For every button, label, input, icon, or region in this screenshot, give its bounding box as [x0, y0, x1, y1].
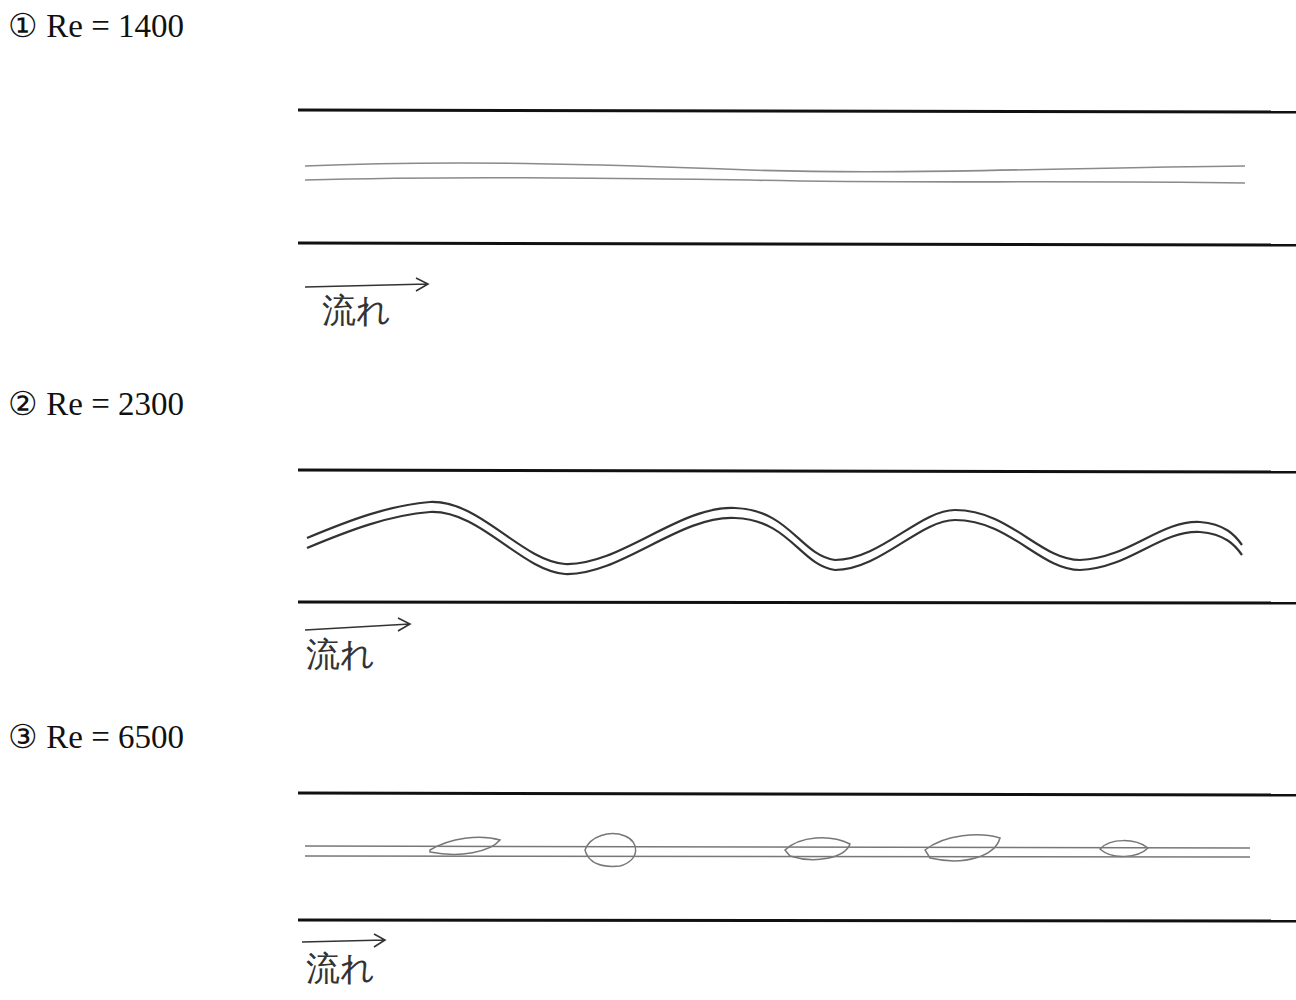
pipe-wall [298, 470, 1296, 472]
pipe-wall [298, 793, 1296, 795]
dye-line [305, 163, 1245, 172]
flow-arrow [305, 278, 428, 291]
dye-blob [430, 837, 500, 854]
case-label: ② Re = 2300 [8, 386, 184, 422]
flow-arrows [302, 278, 428, 947]
dye-blob [1100, 841, 1148, 857]
case-label: ③ Re = 6500 [8, 719, 184, 755]
dye-blob [785, 838, 850, 860]
flow-label: 流れ [322, 292, 391, 329]
turbulent-dye-streak [305, 834, 1250, 867]
dye-line [307, 502, 1242, 564]
flow-arrow [302, 934, 385, 947]
flow-label: 流れ [306, 950, 375, 987]
dye-line [305, 856, 1250, 857]
dye-line [305, 178, 1245, 183]
pipe-wall [298, 602, 1296, 603]
dye-blob [925, 835, 1000, 861]
pipe-wall [298, 110, 1296, 112]
dye-blob [585, 834, 636, 867]
dye-line [305, 846, 1250, 848]
laminar-dye-streak [305, 163, 1245, 183]
dye-line [307, 512, 1242, 574]
case-label: ① Re = 1400 [8, 8, 184, 44]
pipe-wall [298, 920, 1296, 921]
flow-label: 流れ [306, 636, 375, 673]
pipe-wall [298, 243, 1296, 245]
wavy-dye-streak [307, 502, 1242, 574]
pipe-walls [298, 110, 1296, 921]
flow-arrow [305, 618, 410, 631]
